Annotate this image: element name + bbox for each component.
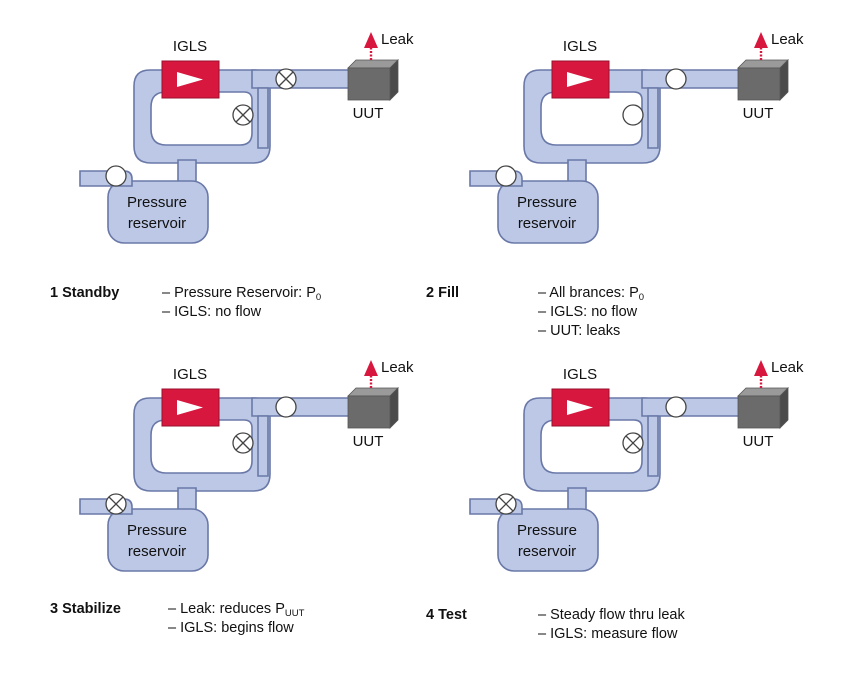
- caption-4: 4 Test – Steady flow thru leak – IGLS: mea…: [426, 606, 786, 676]
- pipe-to-uut: [641, 69, 743, 89]
- valve-inlet: [105, 165, 127, 187]
- step-title: 4 Test: [426, 607, 467, 623]
- reservoir-label-line1: Pressure: [127, 522, 187, 539]
- valve-top: [665, 68, 687, 90]
- step-detail-line: – IGLS: no flow: [538, 303, 644, 322]
- leak-arrow: [754, 360, 768, 388]
- pipe-bypass: [257, 415, 269, 477]
- step-detail-subscript: 0: [638, 292, 645, 303]
- step-detail-line: – Pressure Reservoir: P0: [162, 284, 321, 303]
- uut-label: UUT: [743, 433, 774, 450]
- step-detail-subscript: UUT: [284, 608, 305, 619]
- step-title: 3 Stabilize: [50, 601, 121, 617]
- step-detail-text: – Leak: reduces P: [168, 601, 285, 617]
- valve-bypass: [232, 432, 254, 454]
- reservoir-label-line1: Pressure: [127, 194, 187, 211]
- step-details: – Pressure Reservoir: P0– IGLS: no flow: [162, 284, 321, 322]
- reservoir-label-line1: Pressure: [517, 194, 577, 211]
- uut-label: UUT: [353, 105, 384, 122]
- pressure-reservoir: [107, 508, 209, 572]
- valve-top: [275, 396, 297, 418]
- pressure-reservoir: [497, 508, 599, 572]
- igls-meter: [161, 388, 220, 427]
- reservoir-label-line1: Pressure: [517, 522, 577, 539]
- step-title: 1 Standby: [50, 285, 120, 301]
- reservoir-label-line2: reservoir: [518, 543, 576, 560]
- step-detail-line: – Leak: reduces PUUT: [168, 600, 304, 619]
- valve-bypass: [622, 432, 644, 454]
- pipe-bypass: [647, 415, 659, 477]
- step-detail-text: – IGLS: begins flow: [168, 620, 294, 636]
- pipe-bypass: [257, 87, 269, 149]
- igls-label: IGLS: [173, 38, 207, 55]
- step-detail-line: – UUT: leaks: [538, 322, 644, 341]
- pressure-reservoir: [107, 180, 209, 244]
- step-detail-text: – IGLS: no flow: [538, 304, 638, 320]
- step-detail-line: – IGLS: begins flow: [168, 619, 304, 638]
- leak-label: Leak: [771, 31, 804, 48]
- reservoir-label-line2: reservoir: [128, 543, 186, 560]
- step-title: 2 Fill: [426, 285, 460, 301]
- pipe-bypass: [647, 87, 659, 149]
- valve-top: [275, 68, 297, 90]
- pipe-to-uut: [641, 397, 743, 417]
- step-detail-subscript: 0: [315, 292, 322, 303]
- valve-inlet: [495, 165, 517, 187]
- uut-box: [737, 59, 789, 101]
- step-detail-text: – All brances: P: [538, 285, 639, 301]
- igls-label: IGLS: [563, 366, 597, 383]
- step-detail-line: – IGLS: measure flow: [538, 625, 685, 644]
- uut-box: [737, 387, 789, 429]
- igls-meter: [551, 60, 610, 99]
- igls-label: IGLS: [173, 366, 207, 383]
- reservoir-label-line2: reservoir: [518, 215, 576, 232]
- valve-inlet: [105, 493, 127, 515]
- igls-meter: [161, 60, 220, 99]
- step-detail-text: – IGLS: no flow: [162, 304, 262, 320]
- step-detail-text: – IGLS: measure flow: [538, 626, 678, 642]
- uut-label: UUT: [353, 433, 384, 450]
- step-detail-line: – Steady flow thru leak: [538, 606, 685, 625]
- caption-1: 1 Standby– Pressure Reservoir: P0– IGLS:…: [50, 284, 410, 354]
- step-details: – All brances: P0– IGLS: no flow – UUT: l…: [538, 284, 644, 341]
- pressure-reservoir: [497, 180, 599, 244]
- step-details: – Steady flow thru leak – IGLS: measure f…: [538, 606, 685, 644]
- caption-3: 3 Stabilize – Leak: reduces PUUT– IGLS: b…: [50, 600, 410, 670]
- pipe-to-uut: [251, 397, 353, 417]
- uut-box: [347, 387, 399, 429]
- uut-label: UUT: [743, 105, 774, 122]
- step-detail-line: – IGLS: no flow: [162, 303, 321, 322]
- step-detail-line: – All brances: P0: [538, 284, 644, 303]
- valve-top: [665, 396, 687, 418]
- leak-arrow: [364, 360, 378, 388]
- uut-box: [347, 59, 399, 101]
- step-detail-text: – Steady flow thru leak: [538, 607, 685, 623]
- valve-bypass: [232, 104, 254, 126]
- pipe-to-uut: [251, 69, 353, 89]
- reservoir-label-line2: reservoir: [128, 215, 186, 232]
- caption-2: 2 Fill– All brances: P0– IGLS: no flow– …: [426, 284, 786, 354]
- igls-label: IGLS: [563, 38, 597, 55]
- step-detail-text: – Pressure Reservoir: P: [162, 285, 316, 301]
- leak-label: Leak: [771, 359, 804, 376]
- igls-meter: [551, 388, 610, 427]
- leak-arrow: [754, 32, 768, 60]
- leak-label: Leak: [381, 31, 414, 48]
- leak-arrow: [364, 32, 378, 60]
- step-detail-text: – UUT: leaks: [538, 323, 621, 339]
- leak-label: Leak: [381, 359, 414, 376]
- valve-bypass: [622, 104, 644, 126]
- step-details: – Leak: reduces PUUT– IGLS: begins flow: [168, 600, 304, 638]
- valve-inlet: [495, 493, 517, 515]
